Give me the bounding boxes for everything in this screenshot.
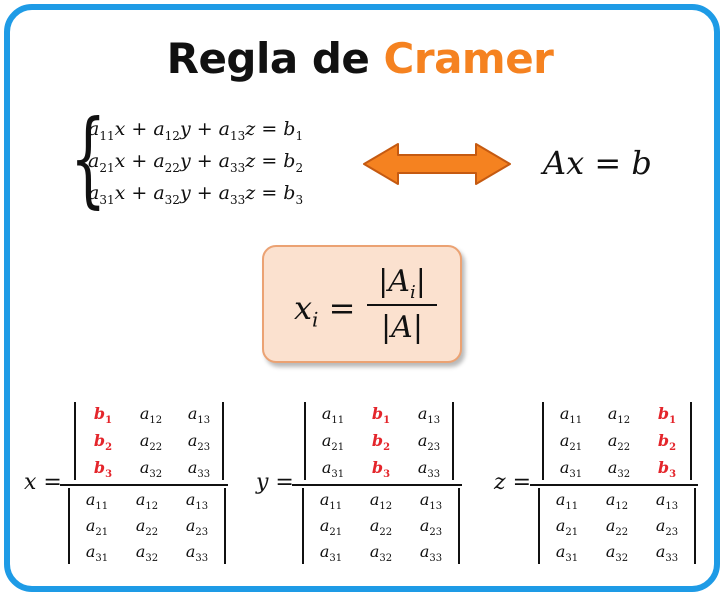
matrix-entry: a12 — [605, 490, 629, 513]
denominator-determinant: a11 a12 a13 a21 a22 a23 a31 a32 a33 — [302, 488, 460, 564]
title-text: Regla de — [166, 34, 384, 83]
matrix-entry: b3 — [657, 458, 677, 481]
fraction-bar — [530, 484, 698, 486]
matrix-entry: a23 — [655, 516, 679, 539]
matrix-equation: Ax = b — [543, 144, 652, 182]
matrix-entry: a32 — [139, 458, 163, 481]
matrix-entry: a22 — [139, 431, 163, 454]
formula-fraction: |Ai| |A| — [367, 263, 437, 347]
matrix-entry: a33 — [655, 542, 679, 565]
matrix-entry: a21 — [321, 431, 345, 454]
numerator-determinant: a11 a12 b1 a21 a22 b2 a31 a32 b3 — [542, 402, 692, 480]
fraction-bar — [60, 484, 228, 486]
matrix-entry: a12 — [369, 490, 393, 513]
matrix-entry: a32 — [607, 458, 631, 481]
matrix-entry: a13 — [417, 404, 441, 427]
matrix-entry: a13 — [655, 490, 679, 513]
matrix-entry: a31 — [85, 542, 109, 565]
system-equation-row: a11x + a12y + a13z = b1 — [88, 118, 304, 143]
matrix-entry: a32 — [369, 542, 393, 565]
formula-lhs: xi = — [294, 289, 356, 332]
system-equation-row: a21x + a22y + a33z = b2 — [88, 150, 304, 175]
matrix-entry: a12 — [139, 404, 163, 427]
matrix-entry: a31 — [555, 542, 579, 565]
matrix-entry: b3 — [371, 458, 391, 481]
matrix-entry: a22 — [369, 516, 393, 539]
double-arrow-icon — [363, 143, 511, 185]
matrix-entry: a12 — [607, 404, 631, 427]
matrix-entry: b2 — [93, 431, 113, 454]
matrix-entry: a32 — [135, 542, 159, 565]
cramer-z-label: z = — [494, 470, 532, 495]
numerator-determinant: a11 b1 a13 a21 b2 a23 a31 b3 a33 — [304, 402, 454, 480]
matrix-entry: a23 — [185, 516, 209, 539]
brace-icon: { — [70, 97, 107, 219]
denominator-determinant: a11 a12 a13 a21 a22 a23 a31 a32 a33 — [68, 488, 226, 564]
fraction-bar — [292, 484, 462, 486]
cramer-y-label: y = — [256, 470, 294, 495]
denominator-determinant: a11 a12 a13 a21 a22 a23 a31 a32 a33 — [538, 488, 696, 564]
matrix-entry: a13 — [187, 404, 211, 427]
matrix-entry: a21 — [559, 431, 583, 454]
matrix-entry: b3 — [93, 458, 113, 481]
formula-numerator: |Ai| — [378, 264, 426, 303]
matrix-entry: a23 — [419, 516, 443, 539]
formula-fraction-bar — [367, 304, 437, 306]
matrix-entry: b1 — [371, 404, 391, 427]
matrix-entry: a11 — [555, 490, 579, 513]
matrix-entry: a33 — [419, 542, 443, 565]
matrix-entry: a32 — [605, 542, 629, 565]
matrix-entry: a11 — [85, 490, 109, 513]
matrix-entry: a31 — [559, 458, 583, 481]
numerator-determinant: b1 a12 a13 b2 a22 a23 b3 a32 a33 — [74, 402, 224, 480]
matrix-entry: b1 — [657, 404, 677, 427]
matrix-lhs: Ax — [543, 144, 585, 182]
matrix-entry: a12 — [135, 490, 159, 513]
matrix-entry: a23 — [417, 431, 441, 454]
matrix-entry: b2 — [371, 431, 391, 454]
matrix-entry: a21 — [555, 516, 579, 539]
matrix-entry: a22 — [135, 516, 159, 539]
matrix-entry: a23 — [187, 431, 211, 454]
matrix-entry: b1 — [93, 404, 113, 427]
matrix-eq: = — [594, 144, 622, 182]
title-accent: Cramer — [383, 34, 554, 83]
matrix-entry: a11 — [319, 490, 343, 513]
matrix-entry: a22 — [607, 431, 631, 454]
matrix-entry: a11 — [321, 404, 345, 427]
matrix-entry: a31 — [321, 458, 345, 481]
matrix-entry: a13 — [419, 490, 443, 513]
matrix-entry: a21 — [319, 516, 343, 539]
matrix-entry: a21 — [85, 516, 109, 539]
matrix-entry: a33 — [417, 458, 441, 481]
formula-denominator: |A| — [381, 310, 423, 345]
cramer-formula-box: xi = |Ai| |A| — [262, 245, 462, 363]
cramer-x-label: x = — [24, 470, 62, 495]
matrix-entry: a33 — [187, 458, 211, 481]
matrix-entry: a31 — [319, 542, 343, 565]
matrix-entry: a13 — [185, 490, 209, 513]
matrix-entry: a22 — [605, 516, 629, 539]
system-equation-row: a31x + a32y + a33z = b3 — [88, 182, 304, 207]
page-title: Regla de Cramer — [0, 34, 720, 83]
matrix-rhs: b — [631, 144, 652, 182]
matrix-entry: a11 — [559, 404, 583, 427]
matrix-entry: a33 — [185, 542, 209, 565]
equivalence-arrow — [362, 142, 512, 190]
matrix-entry: b2 — [657, 431, 677, 454]
